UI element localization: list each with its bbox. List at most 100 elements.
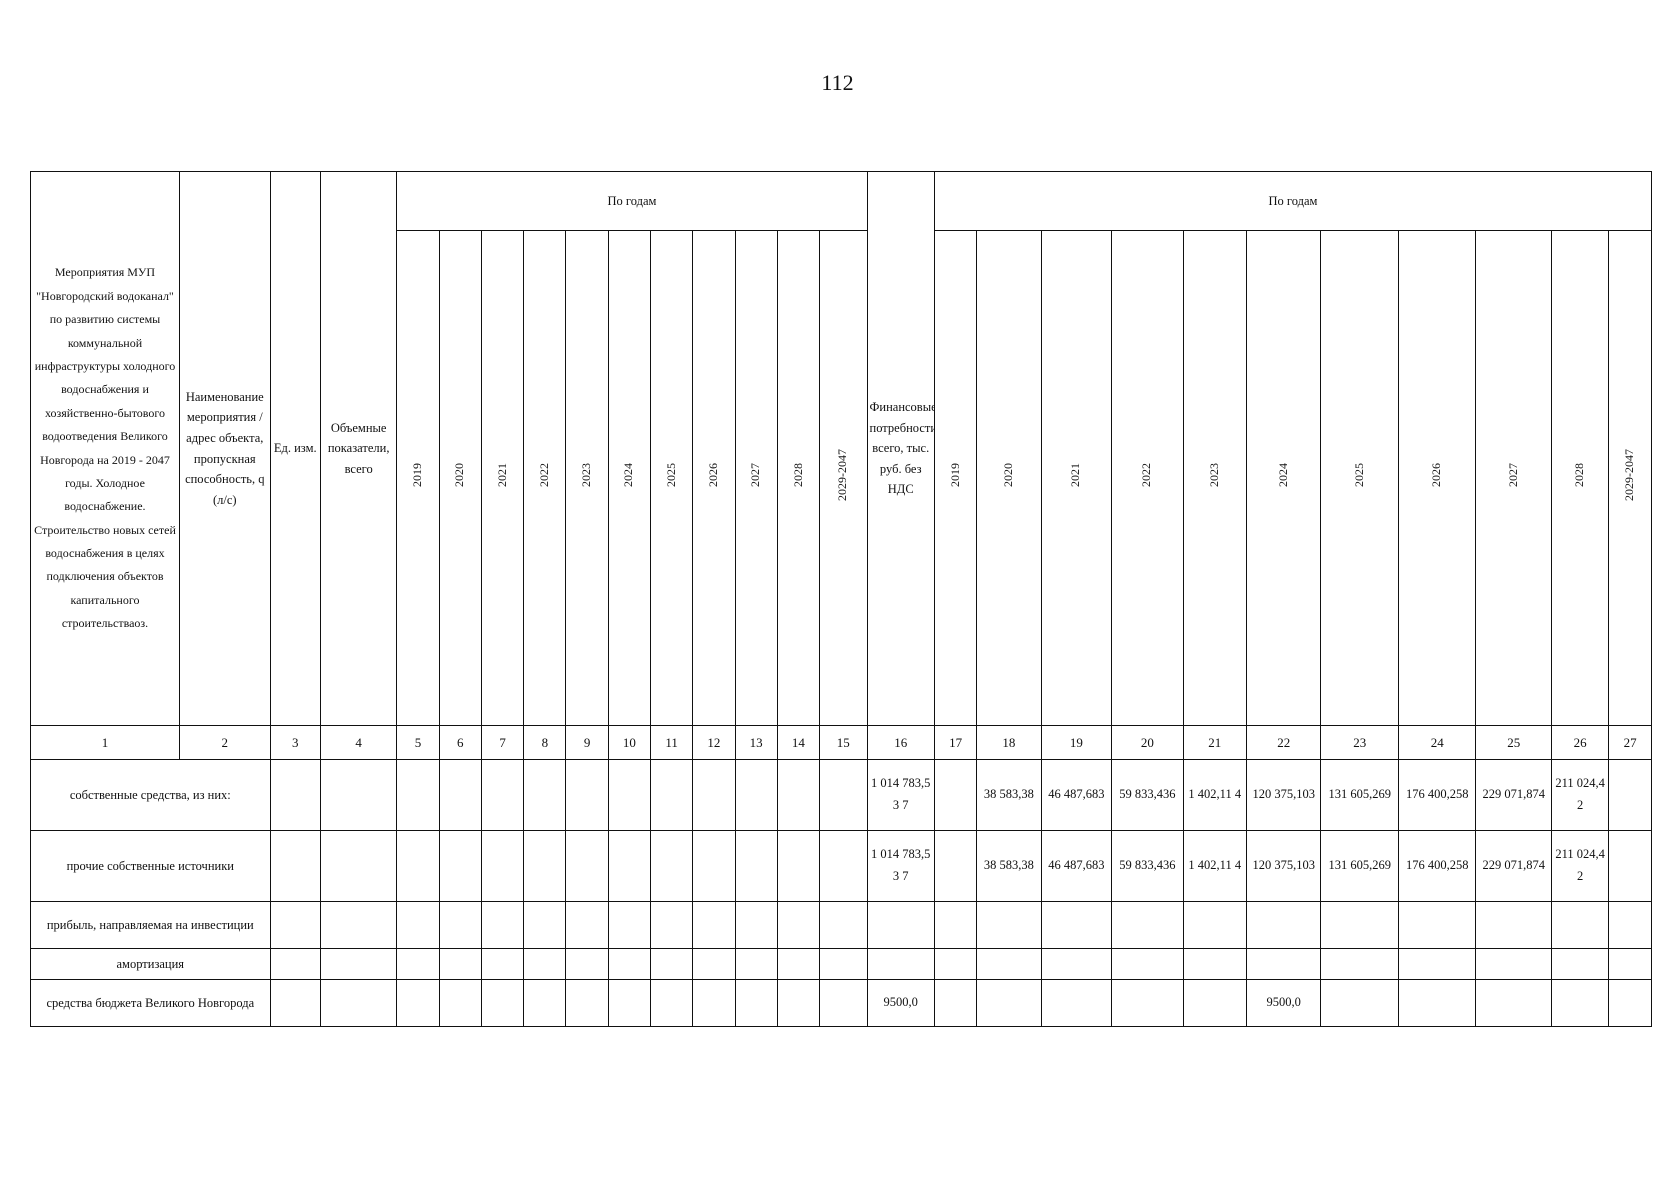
volume-year-cell <box>692 830 736 902</box>
finance-year-cell <box>1475 948 1552 980</box>
finance-year-cell <box>1550 979 1610 1027</box>
volume-year-cell <box>438 979 482 1027</box>
finance-year-cell <box>1040 948 1113 980</box>
finance-year-cell <box>1608 759 1652 831</box>
volume-year-cell <box>480 901 525 949</box>
finance-year-cell: 211 024,4 2 <box>1550 830 1610 902</box>
volume-year-cell <box>523 901 567 949</box>
volume-year-cell <box>776 759 821 831</box>
column-number: 10 <box>607 725 652 760</box>
row-label: амортизация <box>30 948 271 980</box>
column-number: 21 <box>1182 725 1247 760</box>
finance-year-cell <box>1608 901 1652 949</box>
column-number: 20 <box>1111 725 1184 760</box>
own-funds-row: собственные средства, из них: 1 014 783,5… <box>30 759 1652 831</box>
volume-year-cell <box>819 830 868 902</box>
finance-year-cell: 229 071,874 <box>1475 759 1552 831</box>
amortization-row: амортизация <box>30 948 1652 980</box>
column-number: 14 <box>776 725 821 760</box>
unit-cell <box>269 901 321 949</box>
volume-year-cell <box>776 979 821 1027</box>
unit-cell <box>269 830 321 902</box>
column-number: 19 <box>1040 725 1113 760</box>
volume-year-cell <box>692 901 736 949</box>
column-number: 17 <box>933 725 978 760</box>
finance-year-cell <box>1475 901 1552 949</box>
finance-year-cell: 59 833,436 <box>1111 759 1184 831</box>
volume-year-cell <box>607 979 652 1027</box>
year-header: 2024 <box>1245 230 1322 726</box>
finance-year-cell <box>1397 901 1477 949</box>
volume-year-cell <box>776 948 821 980</box>
column-number-row: 1 2 3 4 5 6 7 8 9 10 11 12 13 14 15 16 1… <box>30 725 1652 760</box>
volume-year-cell <box>480 830 525 902</box>
finance-year-cell <box>976 948 1042 980</box>
finance-year-cell: 120 375,103 <box>1245 830 1322 902</box>
volume-year-cell <box>649 830 694 902</box>
column-number: 9 <box>565 725 609 760</box>
finance-year-cell: 120 375,103 <box>1245 759 1322 831</box>
volume-year-cell <box>734 759 778 831</box>
year-header: 2023 <box>565 230 609 726</box>
volume-year-cell <box>523 979 567 1027</box>
year-header: 2022 <box>523 230 567 726</box>
volume-year-cell <box>565 948 609 980</box>
volume-year-cell <box>776 901 821 949</box>
unit-cell <box>269 759 321 831</box>
finance-year-cell: 46 487,683 <box>1040 830 1113 902</box>
unit-cell <box>269 979 321 1027</box>
volume-year-cell <box>734 948 778 980</box>
unit-cell <box>269 948 321 980</box>
finance-year-cell: 229 071,874 <box>1475 830 1552 902</box>
volume-year-cell <box>819 948 868 980</box>
year-header: 2029-2047 <box>1608 230 1652 726</box>
header-row-top: Мероприятия МУП "Новгородский водоканал"… <box>30 171 1653 726</box>
volume-year-cell <box>649 759 694 831</box>
column-number: 23 <box>1320 725 1399 760</box>
finance-year-cell <box>1320 901 1399 949</box>
year-header: 2029-2047 <box>819 230 868 726</box>
finance-year-cell <box>933 979 978 1027</box>
volume-year-cell <box>396 759 440 831</box>
finance-year-cell: 131 605,269 <box>1320 759 1399 831</box>
year-header: 2019 <box>396 230 440 726</box>
volume-cell <box>319 830 398 902</box>
year-header: 2021 <box>480 230 525 726</box>
year-header: 2026 <box>692 230 736 726</box>
total-cell: 1 014 783,53 7 <box>866 759 935 831</box>
volume-year-cell <box>565 901 609 949</box>
finance-year-cell <box>933 759 978 831</box>
finance-year-cell: 176 400,258 <box>1397 830 1477 902</box>
investment-table: Мероприятия МУП "Новгородский водоканал"… <box>30 171 1653 1027</box>
year-header: 2021 <box>1040 230 1113 726</box>
volume-year-cell <box>523 948 567 980</box>
column-number: 24 <box>1397 725 1477 760</box>
table-body: собственные средства, из них: 1 014 783,5… <box>30 759 1652 1027</box>
by-years-header-finance: По годам <box>933 171 1653 231</box>
finance-year-cell <box>1320 948 1399 980</box>
column-number: 16 <box>866 725 935 760</box>
finance-year-cell: 46 487,683 <box>1040 759 1113 831</box>
volume-year-cell <box>819 901 868 949</box>
finance-year-cell <box>933 901 978 949</box>
column-number: 2 <box>178 725 271 760</box>
volume-year-cell <box>734 901 778 949</box>
volume-year-cell <box>565 759 609 831</box>
finance-year-cell <box>1040 901 1113 949</box>
volume-year-cell <box>396 948 440 980</box>
finance-year-cell <box>1245 901 1322 949</box>
year-header: 2019 <box>933 230 978 726</box>
finance-year-cell: 131 605,269 <box>1320 830 1399 902</box>
column-number: 6 <box>438 725 482 760</box>
volume-cell <box>319 979 398 1027</box>
volume-year-cell <box>649 901 694 949</box>
volume-year-cell <box>523 759 567 831</box>
column-number: 11 <box>649 725 694 760</box>
total-cell: 1 014 783,53 7 <box>866 830 935 902</box>
volume-year-cell <box>565 979 609 1027</box>
financial-needs-header: Финансовые потребности, всего, тыс. руб.… <box>866 171 935 726</box>
name-header: Наименование мероприятия /адрес объекта,… <box>178 171 271 726</box>
finance-year-cell: 1 402,11 4 <box>1182 830 1247 902</box>
finance-year-cell: 38 583,38 <box>976 759 1042 831</box>
row-label: собственные средства, из них: <box>30 759 271 831</box>
